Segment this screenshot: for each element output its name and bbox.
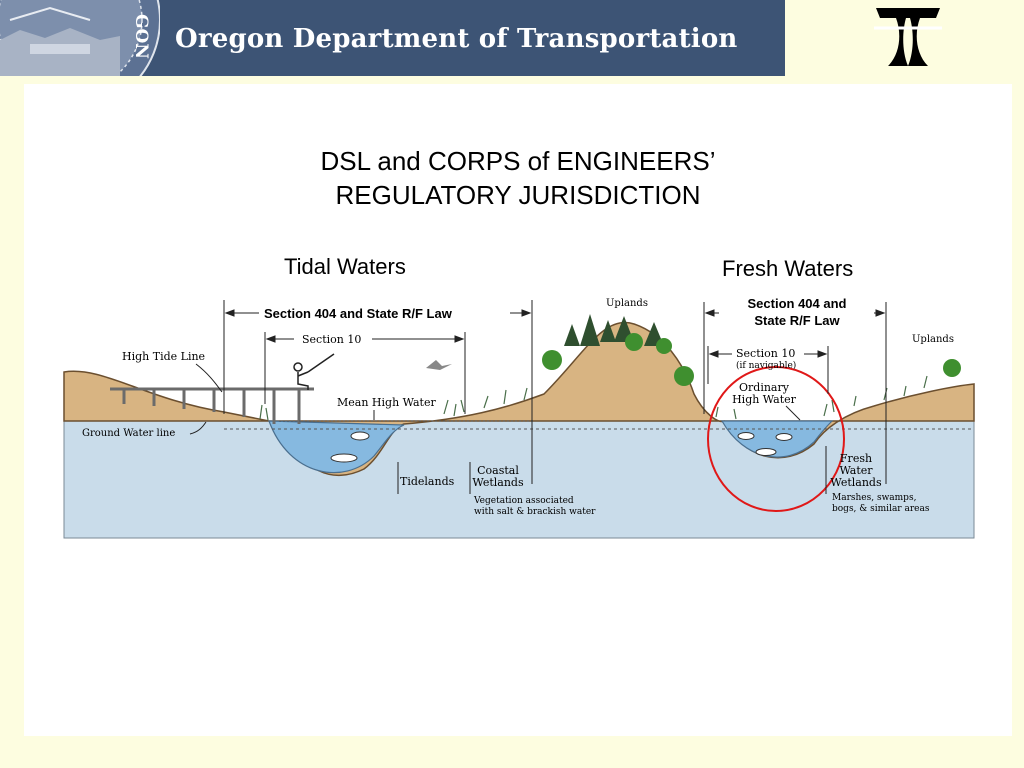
fish-icons [330,431,793,463]
uplands-center-label: Uplands [606,298,648,309]
mean-high-water-label: Mean High Water [337,396,436,409]
tidal-section10-dimension [264,332,466,414]
coastal-wetlands-label-line2: Wetlands [472,476,524,489]
odot-logo-icon [874,8,942,66]
fresh-section10-dimension [707,346,829,394]
tidal-waters-heading: Tidal Waters [284,254,406,279]
seal-lettering: GON [131,14,151,59]
uplands-right-label: Uplands [912,334,954,345]
tidal-section404-dimension [223,300,533,484]
slide-content: DSL and CORPS of ENGINEERS’ REGULATORY J… [24,84,1012,736]
high-tide-line-label: High Tide Line [122,350,205,363]
fresh-waters-heading: Fresh Waters [722,256,853,281]
fresh-section404-label-line2: State R/F Law [754,313,840,328]
vegetation [259,314,961,421]
tidelands-label: Tidelands [400,475,455,488]
slide-title: DSL and CORPS of ENGINEERS’ REGULATORY J… [24,144,1012,212]
ordinary-high-water-label-line1: Ordinary [739,381,790,394]
ground-water-leader [189,421,207,435]
ordinary-high-water-leader [785,405,801,421]
ground-water-line-label: Ground Water line [82,428,175,439]
if-navigable-label: (if navigable) [736,360,796,371]
tidal-section404-label: Section 404 and State R/F Law [264,306,453,321]
coastal-wetlands-label-line1: Coastal [477,464,519,477]
marshes-note-line2: bogs, & similar areas [832,504,930,514]
fresh-wetlands-label-line2: Water [839,464,873,477]
jurisdiction-diagram: Tidal Waters Fresh Waters Section 404 an… [63,254,975,539]
vegetation-note-line1: Vegetation associated [473,496,574,506]
slide-title-line1: DSL and CORPS of ENGINEERS’ [320,146,716,176]
tidal-channel [268,420,405,474]
fisherman-icon [293,353,335,390]
agency-name: Oregon Department of Transportation [175,24,738,54]
agency-header-banner: GON Oregon Department of Transportation [0,0,785,76]
fresh-section404-dimension [703,302,887,484]
slide-title-line2: REGULATORY JURISDICTION [335,180,701,210]
fresh-section10-label: Section 10 [736,347,795,360]
fresh-wetlands-label-line3: Wetlands [830,476,882,489]
fresh-section404-label-line1: Section 404 and [748,296,847,311]
vegetation-note-line2: with salt & brackish water [474,507,596,517]
highlight-circle [707,366,845,512]
dock [110,387,314,424]
fresh-wetlands-label-line1: Fresh [840,452,872,465]
tidal-section10-label: Section 10 [302,333,361,346]
oregon-seal-icon: GON [0,0,160,76]
ordinary-high-water-label-line2: High Water [732,393,797,406]
bird-icon [426,360,452,370]
marshes-note-line1: Marshes, swamps, [832,493,916,503]
high-tide-line-leader [195,363,223,393]
